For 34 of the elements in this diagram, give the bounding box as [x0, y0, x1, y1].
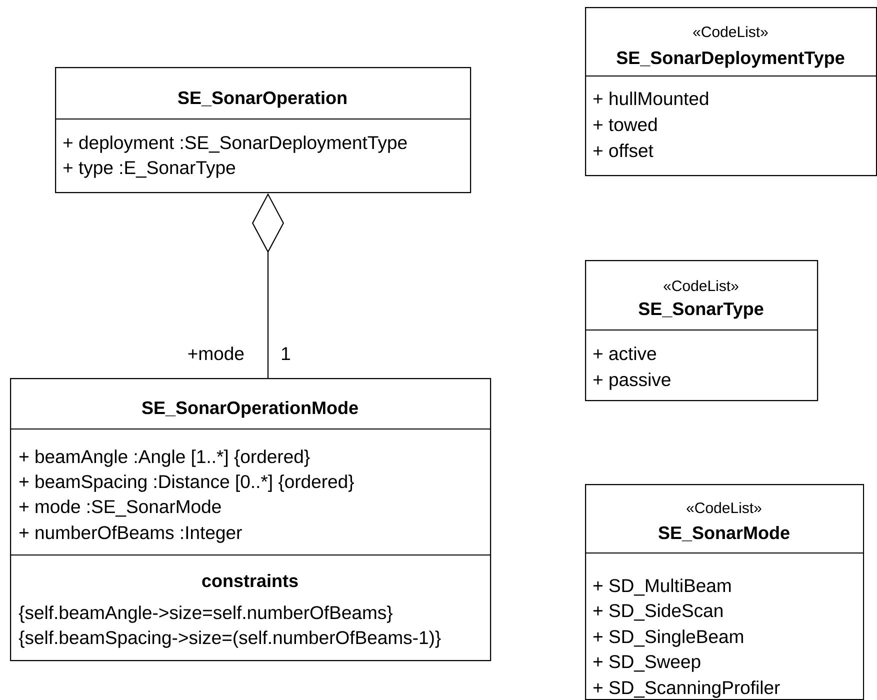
- attribute-text: + mode :SE_SonarMode: [19, 500, 221, 517]
- attribute-text: + SD_Sweep: [593, 655, 700, 672]
- class-name: SE_SonarOperationMode: [142, 400, 358, 418]
- attribute-text: + passive: [593, 372, 670, 390]
- attribute-text: {self.beamSpacing->size=(self.numberOfBeams-1)}: [18, 630, 441, 648]
- attribute-text: {self.beamAngle->size=self.numberOfBeams}: [18, 606, 392, 623]
- class-name: SE_SonarType: [638, 302, 764, 319]
- stereotype-label: «CodeList»: [686, 502, 762, 514]
- attribute-text: + beamAngle :Angle [1..*] {ordered}: [19, 450, 310, 467]
- attribute-text: + numberOfBeams :Integer: [19, 526, 242, 543]
- stereotype-label: «CodeList»: [664, 280, 738, 292]
- role-label: +mode: [188, 346, 244, 360]
- role-label: 1: [282, 347, 290, 360]
- attribute-text: + deployment :SE_SonarDeploymentType: [63, 136, 407, 153]
- attribute-text: + beamSpacing :Distance [0..*] {ordered}: [19, 474, 354, 492]
- attribute-text: + offset: [593, 144, 654, 158]
- class-box: [585, 7, 877, 176]
- attribute-text: + SD_MultiBeam: [593, 578, 731, 596]
- class-name: SE_SonarMode: [658, 526, 790, 542]
- class-box: [55, 67, 472, 194]
- class-name: SE_SonarDeploymentType: [616, 50, 844, 68]
- attribute-text: + active: [593, 346, 656, 360]
- class-name: SE_SonarOperation: [178, 90, 346, 108]
- class-name: constraints: [202, 574, 298, 588]
- attribute-text: + hullMounted: [593, 92, 708, 106]
- class-box: [10, 378, 492, 662]
- attribute-text: + type :E_SonarType: [63, 161, 236, 178]
- attribute-text: + SD_SideScan: [593, 604, 722, 621]
- attribute-text: + SD_SingleBeam: [593, 630, 743, 647]
- class-box: [585, 484, 864, 700]
- class-box: [585, 260, 818, 402]
- attribute-text: + SD_ScanningProfiler: [593, 680, 780, 698]
- stereotype-label: «CodeList»: [693, 26, 768, 38]
- attribute-text: + towed: [593, 118, 657, 132]
